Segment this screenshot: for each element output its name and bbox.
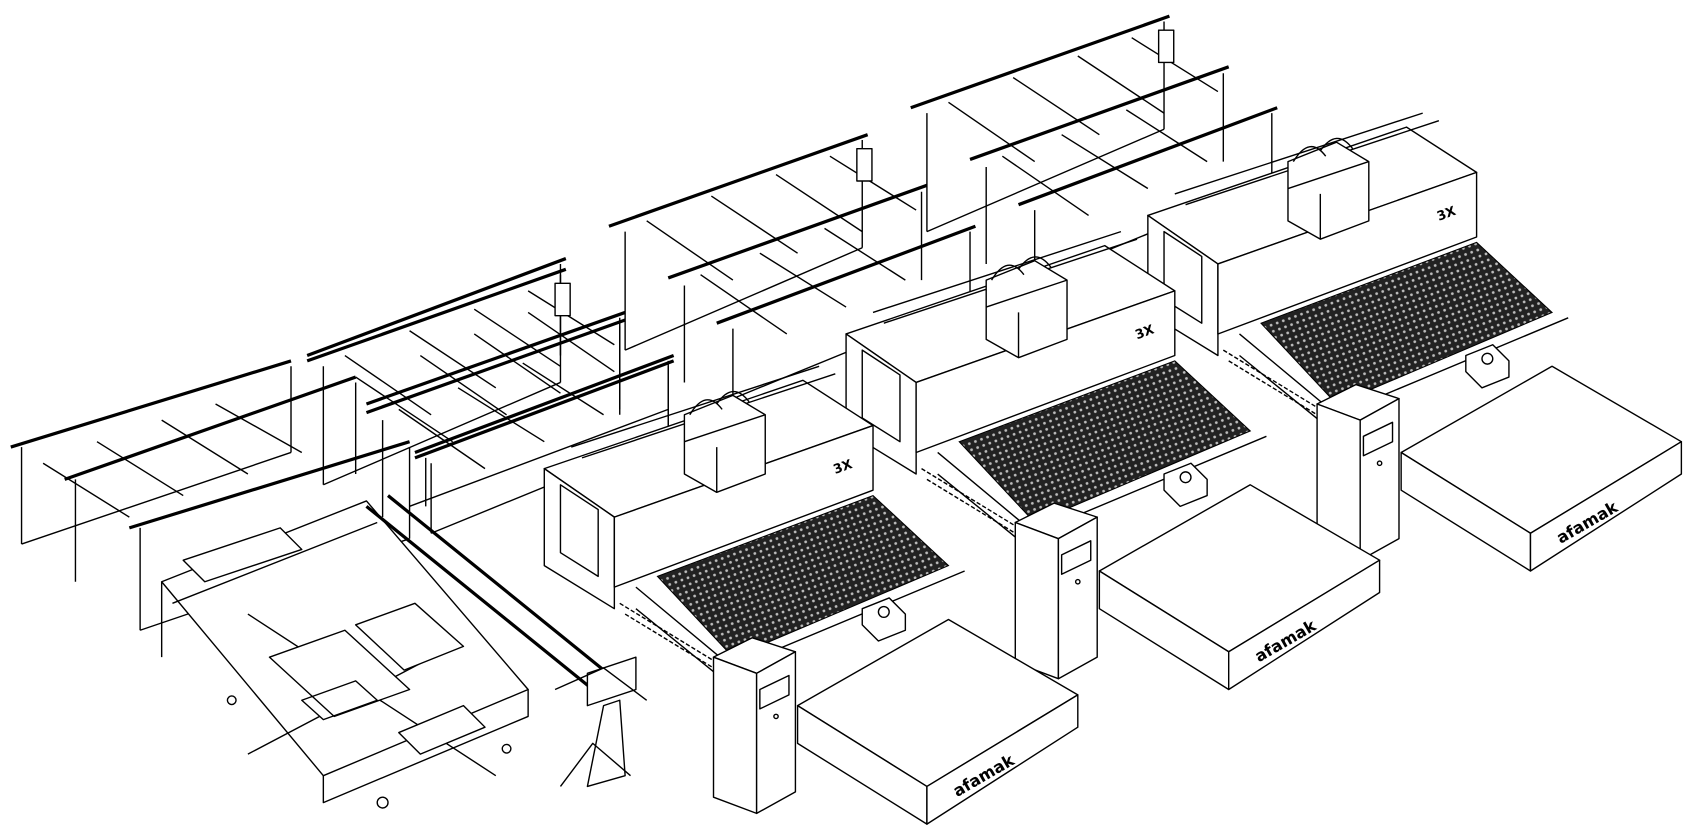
vacuum-table xyxy=(656,494,950,658)
vacuum-table xyxy=(1260,241,1554,405)
operator-console xyxy=(586,656,637,788)
control-cabinet xyxy=(712,637,797,815)
vacuum-table xyxy=(958,360,1252,524)
cnc-machine: 3X afamak xyxy=(608,133,1381,691)
loader-system xyxy=(10,257,675,809)
rack-frame xyxy=(608,133,976,400)
model-badge: 3X xyxy=(1133,323,1156,344)
spindle-head xyxy=(1287,137,1370,240)
loading-table: afamak xyxy=(1400,344,1683,572)
model-badge: 3X xyxy=(832,457,855,478)
control-cabinet xyxy=(1014,502,1098,680)
cable-chain xyxy=(1222,349,1321,416)
cable-chain xyxy=(619,602,718,669)
spindle-head xyxy=(985,256,1068,359)
spindle-head xyxy=(683,390,766,494)
control-cabinet xyxy=(1316,383,1400,561)
cnc-machine: 3X afamak xyxy=(306,267,1079,825)
cable-chain xyxy=(921,468,1019,534)
rack-frame xyxy=(910,14,1278,281)
model-badge: 3X xyxy=(1435,204,1458,225)
